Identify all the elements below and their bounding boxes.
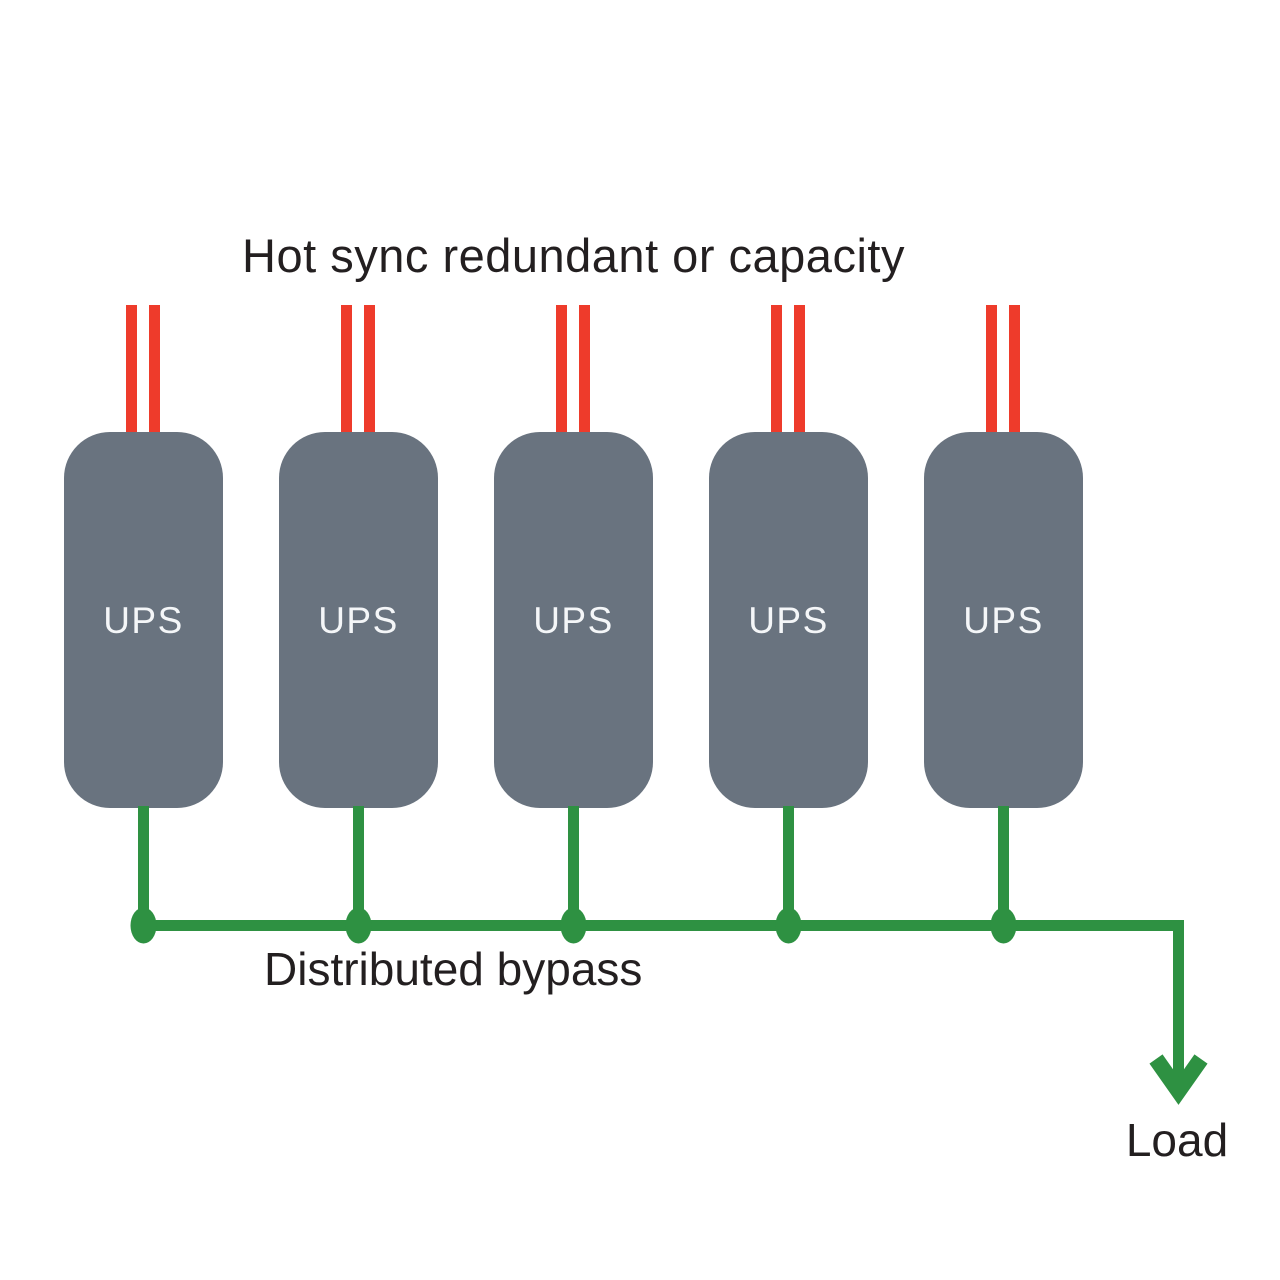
ups-unit: UPS [494, 305, 653, 808]
input-feed-line [771, 305, 782, 436]
ups-box: UPS [279, 432, 438, 808]
input-feed-line [364, 305, 375, 436]
ups-box: UPS [64, 432, 223, 808]
ups-unit: UPS [279, 305, 438, 808]
junction-dot [990, 907, 1017, 944]
ups-label: UPS [748, 599, 829, 641]
ups-label: UPS [963, 599, 1044, 641]
diagram-title: Hot sync redundant or capacity [242, 229, 905, 282]
load-arrow-icon [1149, 1054, 1208, 1105]
ups-unit: UPS [64, 305, 223, 808]
ups-label: UPS [533, 599, 614, 641]
ups-unit: UPS [709, 305, 868, 808]
input-feed-line [341, 305, 352, 436]
junction-dot [775, 907, 802, 944]
junction-dot [345, 907, 372, 944]
input-feed-line [579, 305, 590, 436]
ups-unit: UPS [924, 305, 1083, 808]
input-feed-line [126, 305, 137, 436]
bus-label: Distributed bypass [264, 943, 643, 995]
load-label: Load [1125, 1114, 1229, 1166]
junction-dot [130, 907, 157, 944]
input-feed-line [556, 305, 567, 436]
ups-box: UPS [709, 432, 868, 808]
junction-dot [560, 907, 587, 944]
ups-box: UPS [494, 432, 653, 808]
input-feed-line [1009, 305, 1020, 436]
input-feed-line [149, 305, 160, 436]
input-feed-line [986, 305, 997, 436]
ups-box: UPS [924, 432, 1083, 808]
ups-label: UPS [318, 599, 399, 641]
input-feed-line [794, 305, 805, 436]
ups-label: UPS [103, 599, 184, 641]
